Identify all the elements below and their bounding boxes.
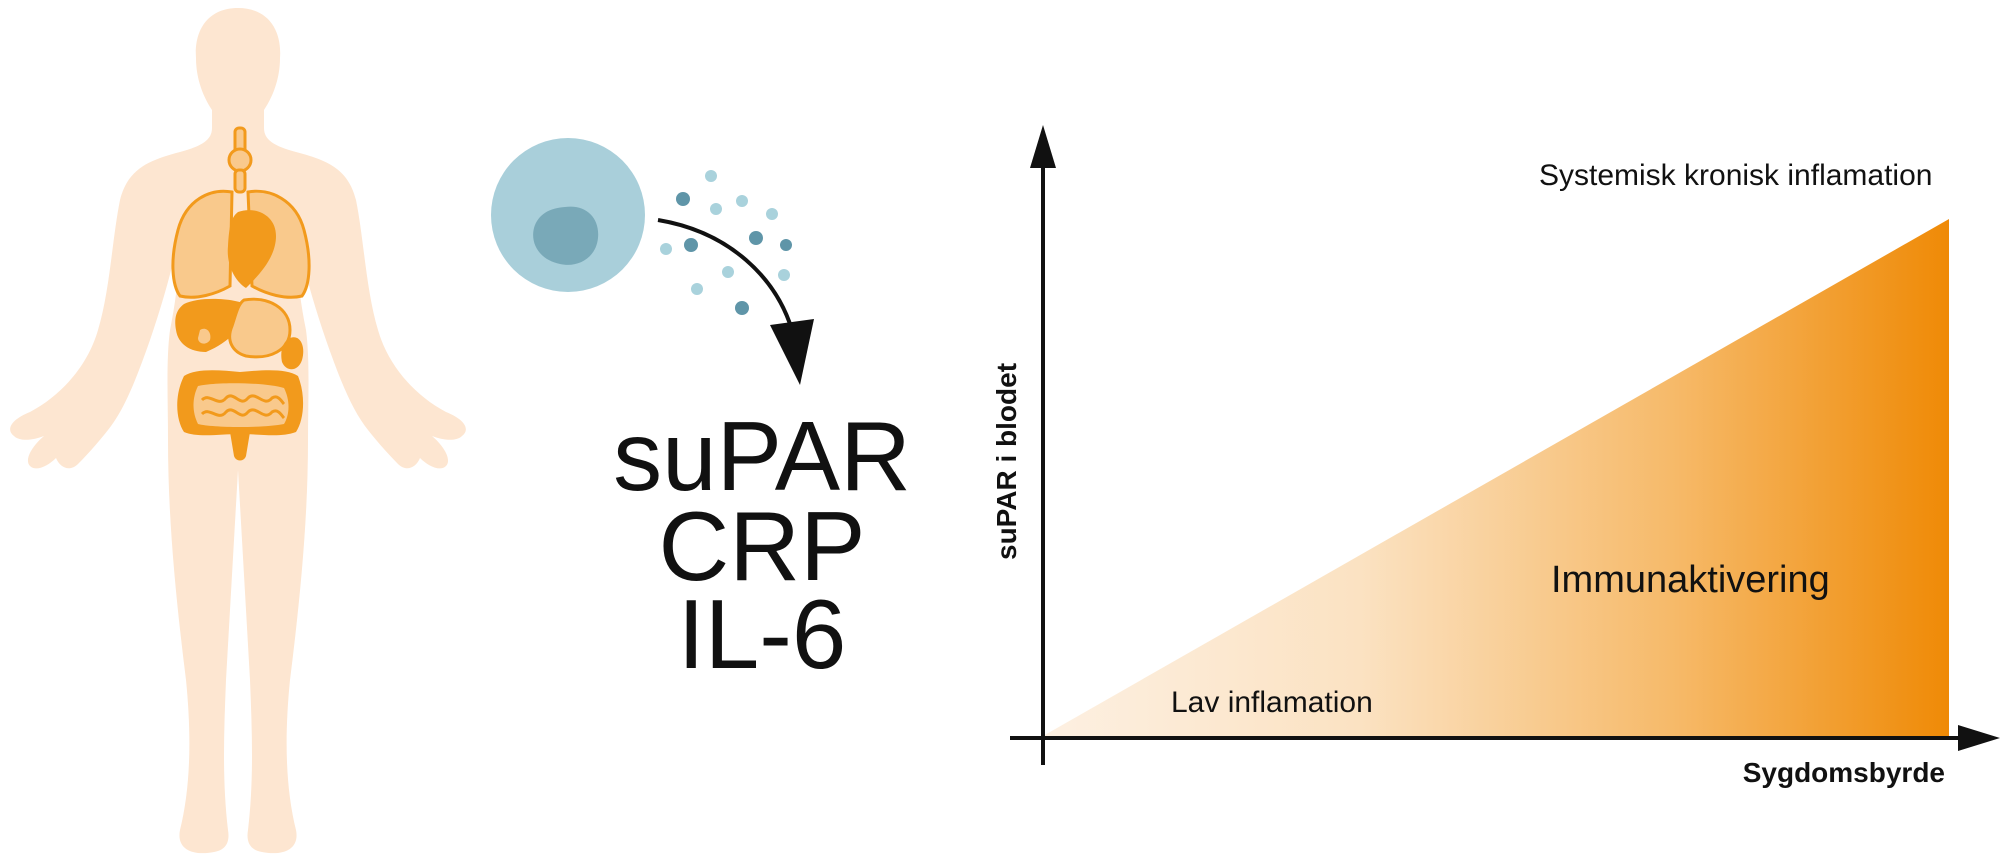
- liver: [175, 298, 250, 352]
- immune-cell: [491, 138, 645, 292]
- molecule: [691, 283, 703, 295]
- inflammation-area: [1043, 219, 1949, 736]
- secreted-molecules: [660, 170, 792, 315]
- small-intestine: [193, 383, 289, 427]
- biomarker-suPAR: suPAR: [613, 401, 911, 511]
- biomarker-IL-6: IL-6: [678, 579, 847, 689]
- molecule: [766, 208, 778, 220]
- molecule: [749, 231, 763, 245]
- molecule: [722, 266, 734, 278]
- molecule: [735, 301, 749, 315]
- heart: [227, 210, 276, 288]
- secretion-arrow: [657, 218, 814, 385]
- trachea: [227, 126, 253, 194]
- gallbladder: [198, 328, 211, 344]
- intestine-coils: [200, 394, 286, 420]
- y-axis-arrowhead: [1030, 125, 1056, 168]
- molecule: [710, 203, 722, 215]
- rectum: [230, 432, 250, 461]
- molecule: [778, 269, 790, 281]
- stomach: [228, 297, 292, 359]
- label-systemic-chronic-inflammation: Systemisk kronisk inflamation: [1539, 159, 1932, 192]
- x-axis-label: Sygdomsbyrde: [1743, 757, 1945, 788]
- left-lung: [171, 189, 234, 299]
- biomarker-CRP: CRP: [659, 491, 866, 601]
- y-axis-label: suPAR i blodet: [991, 363, 1022, 560]
- molecule: [780, 239, 792, 251]
- molecule: [660, 243, 672, 255]
- molecule: [684, 238, 698, 252]
- human-body-illustration: [10, 8, 466, 854]
- suPAR-graph: suPAR i blodet Sygdomsbyrde Lav inflamat…: [991, 125, 2000, 788]
- molecule: [676, 192, 690, 206]
- molecule: [736, 195, 748, 207]
- x-axis-arrowhead: [1958, 725, 2000, 751]
- cell-nucleus: [533, 206, 599, 265]
- label-immune-activation: Immunaktivering: [1551, 559, 1830, 601]
- molecule: [705, 170, 717, 182]
- arrowhead: [770, 319, 814, 385]
- label-low-inflammation: Lav inflamation: [1171, 686, 1373, 719]
- kidney: [281, 337, 304, 370]
